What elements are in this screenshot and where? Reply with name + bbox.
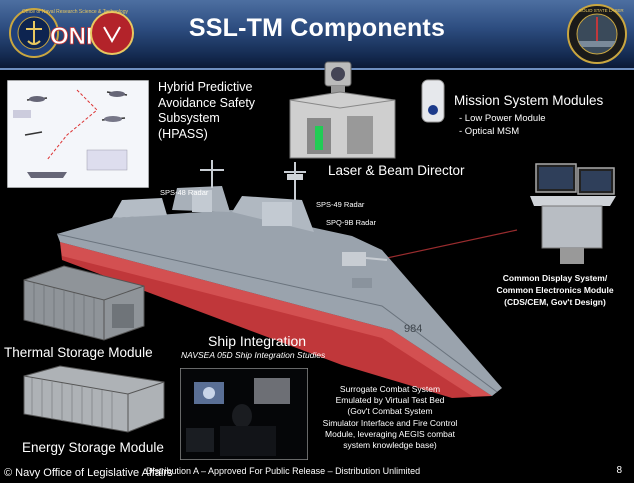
energy-storage-module-image <box>23 365 165 433</box>
credit-watermark: © Navy Office of Legislative Affairs <box>4 467 173 479</box>
mission-item: - Low Power Module <box>459 113 546 124</box>
page-number: 8 <box>616 465 622 476</box>
surrogate-line: Simulator Interface and Fire Control <box>322 417 458 428</box>
surrogate-line: system knowledge base) <box>343 440 437 451</box>
surrogate-line: Emulated by Virtual Test Bed <box>335 395 445 406</box>
ssl-seal-logo: SOLID STATE LASER <box>567 4 627 64</box>
surrogate-line: Module, leveraging AEGIS combat <box>325 428 455 439</box>
ship-integration-subtitle: NAVSEA 05D Ship Integration Studies <box>181 350 326 360</box>
thermal-label: Thermal Storage Module <box>4 345 153 360</box>
slide-title: SSL-TM Components <box>188 14 446 42</box>
hpass-line: Hybrid Predictive <box>158 80 253 94</box>
onr-logo: ONR Office of Naval Research Science & T… <box>9 8 134 58</box>
radar-label-sps48: SPS-48 Radar <box>160 188 209 197</box>
display-label: Common Display System/ Common Electronic… <box>481 272 629 308</box>
mission-module-image <box>421 79 445 123</box>
hpass-line: Avoidance Safety <box>158 95 256 110</box>
display-line: (CDS/CEM, Gov't Design) <box>504 297 606 307</box>
hpass-line: Subsystem <box>158 111 220 125</box>
virtual-test-bed-photo <box>180 368 308 460</box>
mission-items: - Low Power Module - Optical MSM <box>459 112 546 138</box>
hpass-line: (HPASS) <box>158 126 208 141</box>
surrogate-line: Surrogate Combat System <box>339 384 441 394</box>
mission-item: - Optical MSM <box>459 126 520 137</box>
ship-integration-title: Ship Integration <box>208 333 307 349</box>
seal-ring-text: SOLID STATE LASER <box>579 8 624 13</box>
distribution-statement: Distribution A – Approved For Public Rel… <box>146 466 421 476</box>
ship-render-image: 984 <box>56 160 518 398</box>
hull-number: 984 <box>404 323 422 335</box>
radar-label-spq9b: SPQ-9B Radar <box>326 218 377 227</box>
header-divider <box>0 68 634 70</box>
onr-ring-text: Office of Naval Research Science & Techn… <box>22 9 128 15</box>
hpass-diagram-image <box>7 80 149 188</box>
laser-label: Laser & Beam Director <box>328 163 465 178</box>
display-line: Common Display System/ <box>502 273 608 283</box>
display-console-image <box>530 163 616 264</box>
energy-label: Energy Storage Module <box>22 440 164 455</box>
thermal-storage-module-image <box>23 265 145 341</box>
display-line: Common Electronics Module <box>496 285 614 295</box>
radar-label-sps49: SPS-49 Radar <box>316 200 365 209</box>
laser-beam-director-image <box>289 61 396 159</box>
surrogate-label: Surrogate Combat System Emulated by Virt… <box>306 384 474 451</box>
surrogate-line: (Gov't Combat System <box>347 406 433 417</box>
hpass-label: Hybrid Predictive Avoidance Safety Subsy… <box>158 80 255 142</box>
mission-title: Mission System Modules <box>454 93 604 108</box>
